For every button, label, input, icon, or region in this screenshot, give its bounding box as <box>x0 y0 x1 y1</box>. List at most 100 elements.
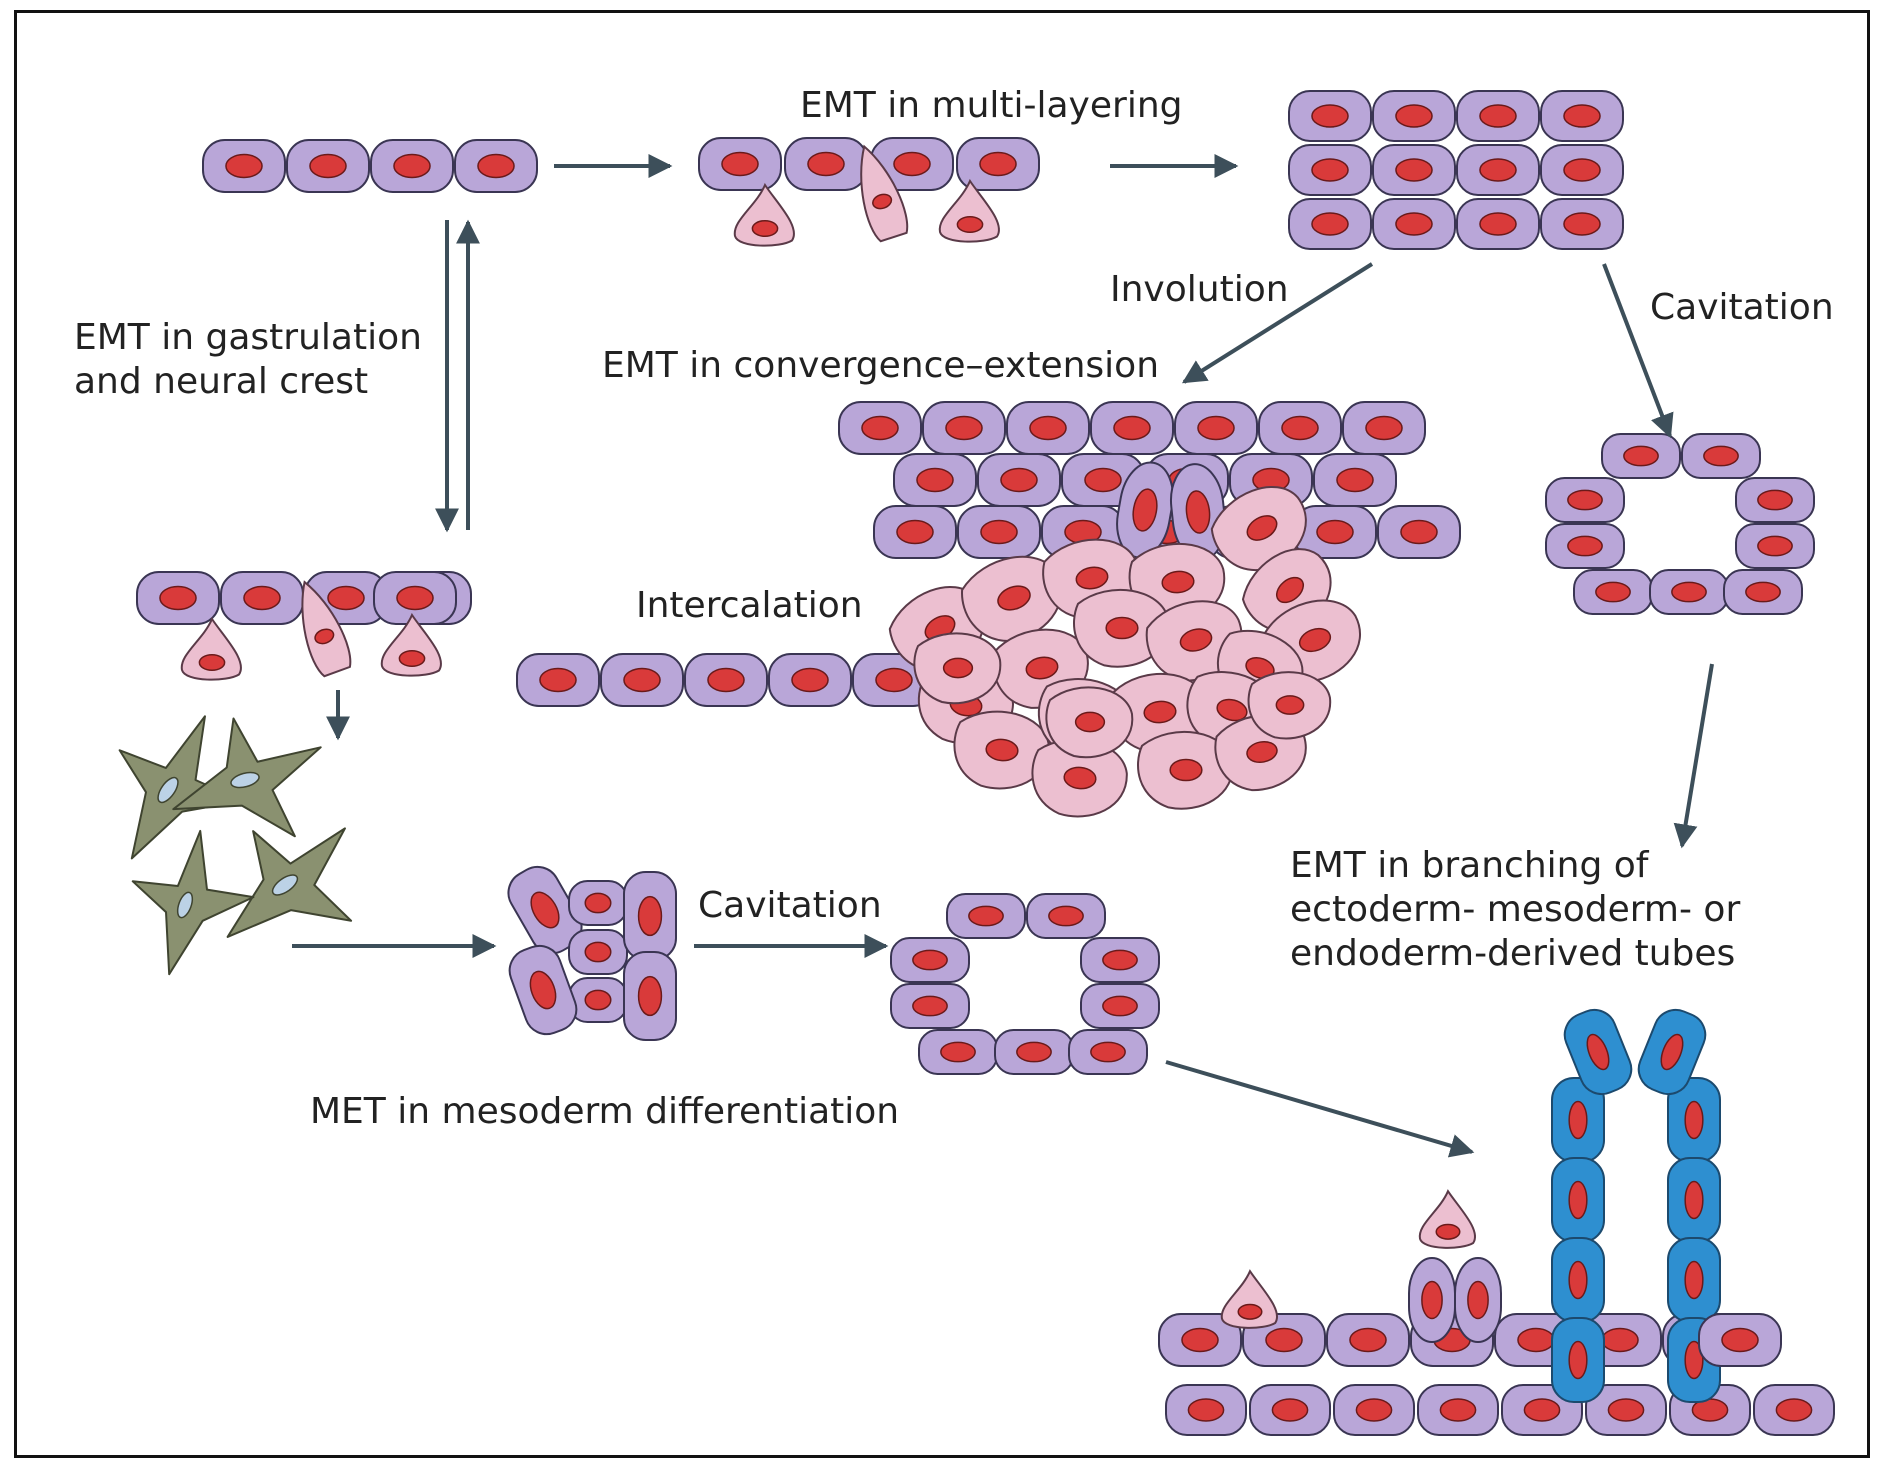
nucleus <box>1567 535 1603 557</box>
nucleus <box>1355 1398 1393 1422</box>
nucleus <box>327 585 365 611</box>
epithelial-cell <box>1456 198 1540 250</box>
nucleus <box>1567 489 1603 511</box>
epithelial-cell <box>890 937 970 983</box>
nucleus <box>721 151 759 177</box>
tube-cell <box>1667 1237 1721 1323</box>
epithelial-cell <box>1026 893 1106 939</box>
epithelial-cell <box>1545 523 1625 569</box>
nucleus <box>893 151 931 177</box>
nucleus <box>1246 740 1278 764</box>
nucleus <box>1265 1327 1303 1353</box>
nucleus <box>1395 104 1433 128</box>
nucleus <box>1623 445 1659 467</box>
nucleus <box>1143 700 1177 724</box>
nucleus <box>1684 1100 1704 1140</box>
label-met-mesoderm: MET in mesoderm differentiation <box>310 1091 900 1132</box>
label-emt-branching-line2: ectoderm- mesoderm- or <box>1290 889 1741 930</box>
epithelial-cell <box>1698 1313 1782 1367</box>
nucleus <box>1311 212 1349 236</box>
mesenchymal-cell <box>938 178 1000 243</box>
nucleus <box>1216 698 1248 722</box>
label-involution: Involution <box>1110 269 1289 310</box>
nucleus <box>159 585 197 611</box>
cell-layer <box>118 90 1835 1436</box>
mesenchymal-cell <box>953 710 1050 790</box>
epithelial-cell <box>623 951 677 1041</box>
mesenchymal-cell <box>913 632 1002 705</box>
nucleus <box>979 151 1017 177</box>
epithelial-cell <box>684 653 768 707</box>
epithelial-cell <box>1165 1384 1247 1436</box>
epithelial-cell <box>1326 1313 1410 1367</box>
nucleus <box>912 949 948 971</box>
nucleus <box>398 649 426 668</box>
epithelial-cell <box>1372 144 1456 196</box>
mesenchymal-cell <box>733 182 795 247</box>
epithelial-cell <box>568 929 628 975</box>
nucleus <box>1169 758 1203 782</box>
nucleus <box>916 467 954 493</box>
nucleus <box>1365 415 1403 441</box>
epithelial-cell <box>1288 144 1372 196</box>
nucleus <box>1105 616 1139 640</box>
epithelial-cell <box>1377 505 1461 559</box>
nucleus <box>1298 627 1332 653</box>
epithelial-cell <box>1545 477 1625 523</box>
epithelial-cell <box>1649 569 1729 615</box>
nucleus <box>396 585 434 611</box>
epithelial-cell <box>1080 937 1160 983</box>
nucleus <box>1671 581 1707 603</box>
epithelial-cell <box>516 653 600 707</box>
mesenchymal-cell <box>1045 686 1134 759</box>
epithelial-cell <box>1417 1384 1499 1436</box>
nucleus <box>1745 581 1781 603</box>
nucleus <box>393 153 431 179</box>
nucleus <box>1074 711 1106 733</box>
arrow-to-tube <box>1165 1060 1475 1158</box>
nucleus <box>271 874 299 896</box>
migratory-cell <box>131 829 255 976</box>
nucleus <box>1281 415 1319 441</box>
epithelial-cell <box>1288 90 1372 142</box>
label-intercalation: Intercalation <box>636 585 863 626</box>
nucleus <box>584 941 612 963</box>
label-emt-gastrulation: EMT in gastrulation and neural crest <box>74 316 422 404</box>
epithelial-cell <box>454 139 538 193</box>
tube-cell <box>1563 1008 1633 1096</box>
epithelial-cell <box>1573 569 1653 615</box>
nucleus <box>1479 158 1517 182</box>
nucleus <box>176 891 194 919</box>
arrow-to-branching <box>1673 663 1714 849</box>
nucleus <box>1563 212 1601 236</box>
migratory-cell <box>226 827 353 938</box>
nucleus <box>1684 1180 1704 1220</box>
nucleus <box>1775 1398 1813 1422</box>
nucleus <box>1568 1100 1588 1140</box>
epithelial-cell <box>286 139 370 193</box>
tube-cell <box>1667 1157 1721 1243</box>
nucleus <box>1421 1280 1443 1320</box>
nucleus <box>1016 1041 1052 1063</box>
nucleus <box>1568 1340 1588 1380</box>
epithelial-cell <box>1333 1384 1415 1436</box>
nucleus <box>1349 1327 1387 1353</box>
tube-cell <box>1637 1008 1707 1096</box>
label-emt-gastrulation-line2: and neural crest <box>74 361 369 402</box>
nucleus <box>539 667 577 693</box>
label-emt-branching-line3: endoderm-derived tubes <box>1290 933 1736 974</box>
nucleus <box>1435 1223 1461 1240</box>
arrow-layer <box>292 154 1714 1158</box>
epithelial-cell <box>838 401 922 455</box>
epithelial-cell <box>1540 198 1624 250</box>
nucleus <box>1479 104 1517 128</box>
epithelial-cell <box>1258 401 1342 455</box>
nucleus <box>637 975 663 1017</box>
label-emt-branching-line1: EMT in branching of <box>1290 845 1649 886</box>
mesenchymal-cell <box>301 580 352 678</box>
epithelial-cell <box>956 137 1040 191</box>
nucleus <box>225 153 263 179</box>
nucleus <box>956 215 984 234</box>
epithelial-cell <box>202 139 286 193</box>
epithelial-cell <box>1723 569 1803 615</box>
